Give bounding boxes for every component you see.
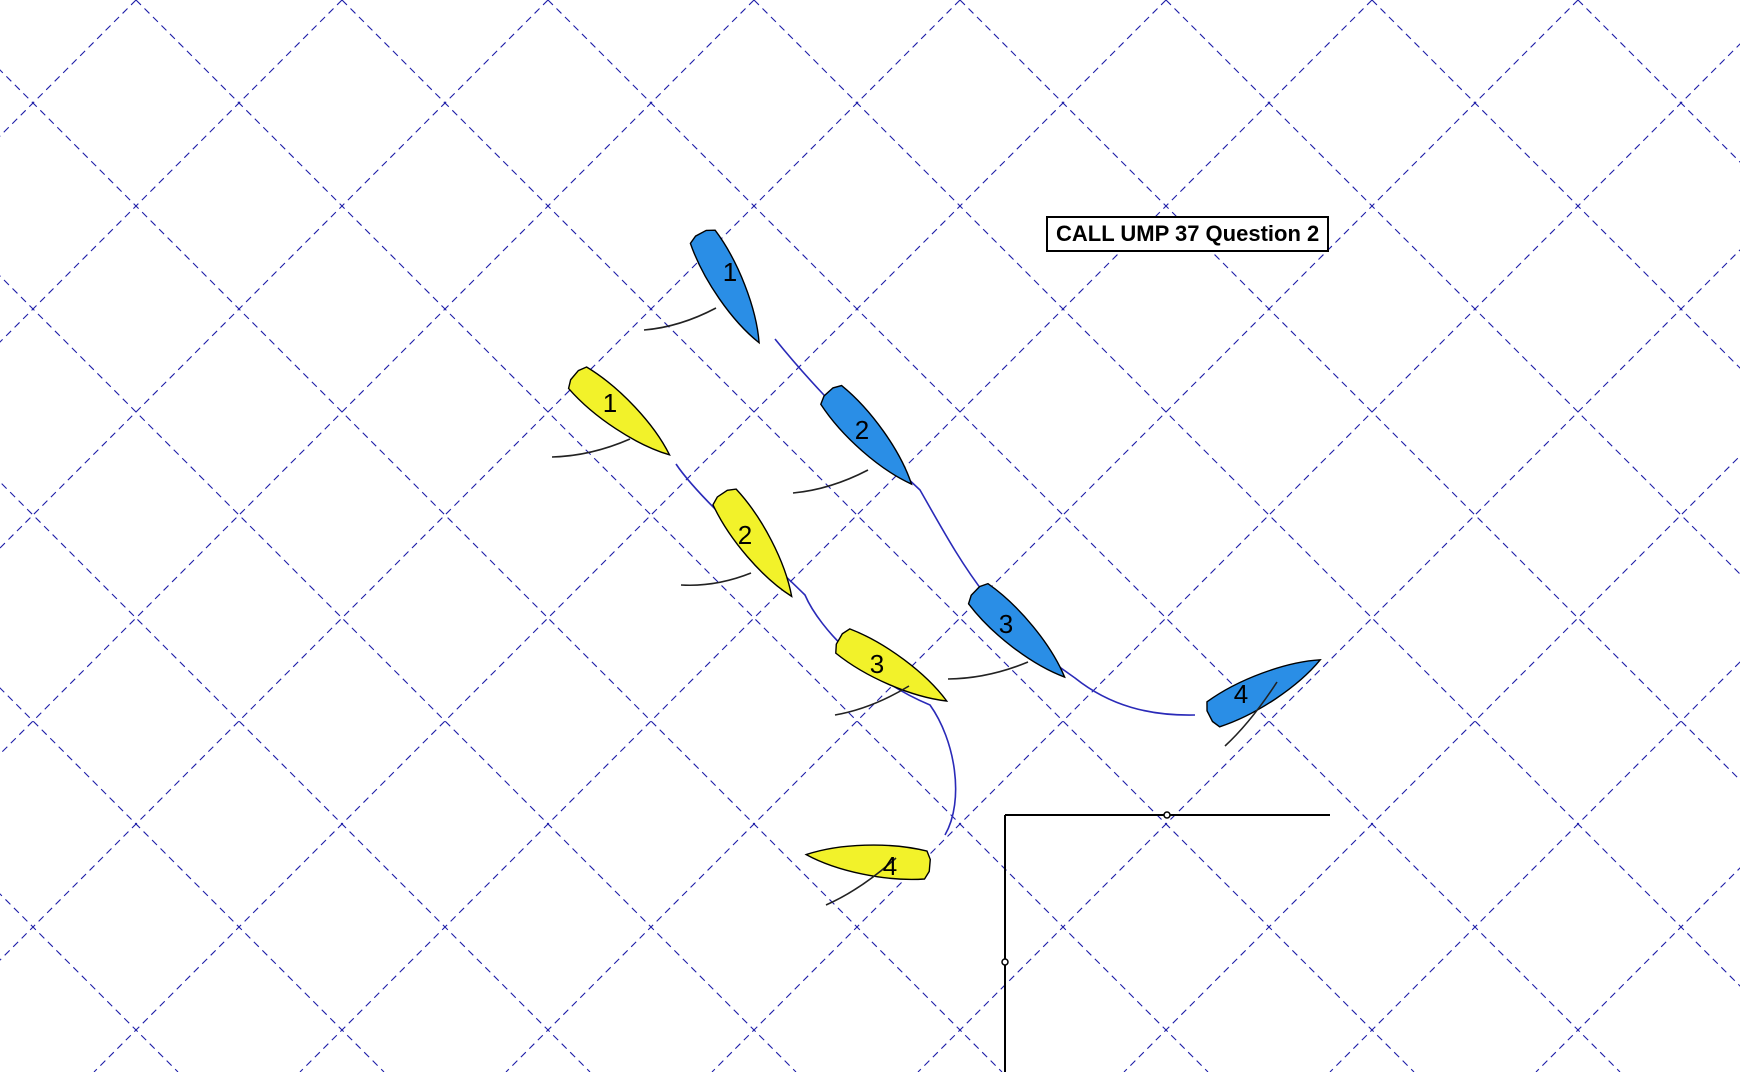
yellow-boat-hull	[805, 838, 931, 881]
grid-line	[548, 0, 1620, 1072]
grid-line	[0, 0, 136, 1072]
grid-line	[300, 0, 1372, 1072]
yellow-boat-position-1: 1	[552, 363, 680, 468]
grid-line	[960, 0, 1740, 1072]
blue-boat-position-2: 2	[793, 381, 924, 495]
blue-boat-hull	[686, 226, 773, 351]
yellow-boat-position-2: 2	[681, 484, 805, 605]
grid-line	[342, 0, 1414, 1072]
grid-line	[0, 0, 796, 1072]
blue-boat-boom	[644, 308, 716, 330]
grid-line	[1372, 0, 1740, 1072]
mark-corner	[1002, 812, 1330, 1072]
yellow-boat-number: 2	[738, 520, 752, 550]
grid-line	[0, 0, 342, 1072]
yellow-boat-number: 1	[603, 388, 617, 418]
blue-boat-hull	[964, 579, 1076, 689]
blue-boat-boom	[793, 470, 868, 493]
grid-line	[1166, 0, 1740, 1072]
blue-boat-hull	[1202, 645, 1327, 730]
grid-line	[0, 0, 1002, 1072]
blue-boat-position-3: 3	[948, 579, 1076, 689]
blue-boat-hull	[816, 381, 923, 495]
blue-boat-boom	[948, 662, 1028, 679]
yellow-boat-number: 3	[870, 649, 884, 679]
blue-boat-position-4: 4	[1202, 645, 1327, 746]
yellow-boat-number: 4	[883, 851, 897, 881]
grid-line	[0, 0, 384, 1072]
yellow-boat-hull	[564, 363, 680, 468]
grid-line	[754, 0, 1740, 1072]
grid-line	[1124, 0, 1740, 1072]
blue-boat-number: 4	[1234, 679, 1248, 709]
yellow-boat-boom	[681, 573, 751, 585]
blue-boat-position-1: 1	[644, 226, 774, 351]
grid-line	[1578, 0, 1740, 1072]
yellow-boat-position-3: 3	[831, 625, 955, 715]
grid-line	[1330, 0, 1740, 1072]
blue-boat-number: 1	[723, 257, 737, 287]
blue-boat-number: 2	[855, 415, 869, 445]
diagram-title-label: CALL UMP 37 Question 2	[1046, 216, 1329, 252]
yellow-boat-boom	[835, 686, 909, 715]
grid-line	[0, 0, 590, 1072]
yellow-boat-position-4: 4	[805, 838, 931, 905]
grid-line	[0, 0, 178, 1072]
grid-line	[1536, 0, 1740, 1072]
grid-line	[136, 0, 1208, 1072]
yellow-boat-hull	[831, 625, 955, 715]
grid-line	[506, 0, 1578, 1072]
grid-line	[0, 0, 754, 1072]
yellow-boat-track	[676, 464, 956, 835]
grid-line	[712, 0, 1740, 1072]
blue-boat-number: 3	[999, 609, 1013, 639]
grid-line	[0, 0, 960, 1072]
